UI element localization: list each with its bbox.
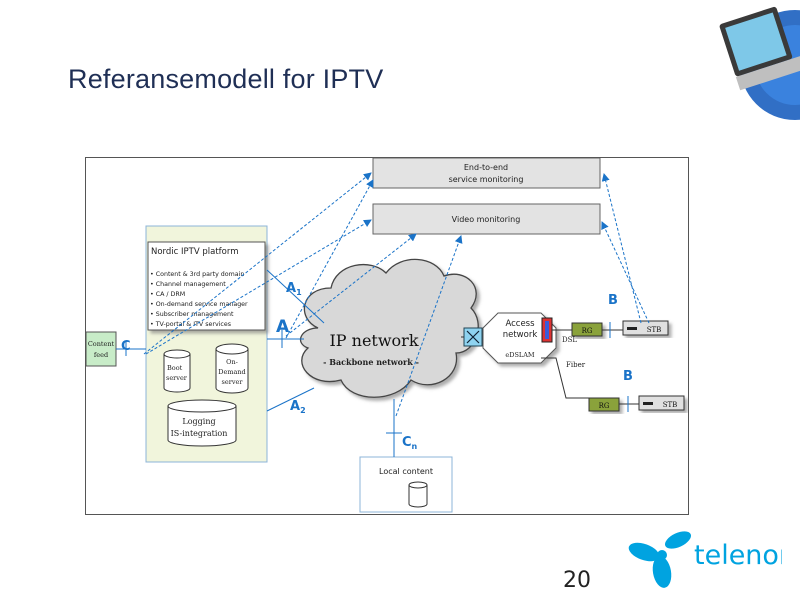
on-demand-line1: On- <box>226 358 238 366</box>
rg-label-fiber: RG <box>599 402 610 410</box>
nordic-iptv-platform: Nordic IPTV platform • Content & 3rd par… <box>145 225 268 463</box>
stb-device-fiber: STB <box>638 395 685 411</box>
access-network-line1: Access <box>505 319 535 329</box>
ip-network-title: IP network <box>329 331 418 350</box>
interface-a-label: A <box>276 317 290 337</box>
logging-line1: Logging <box>182 417 215 426</box>
content-feed-line2: feed <box>94 351 108 359</box>
boot-server-database-icon: Boot server <box>163 349 191 393</box>
stb-label-fiber: STB <box>663 401 678 409</box>
platform-item: • On-demand service manager <box>150 301 248 308</box>
platform-item: • Channel management <box>150 281 226 288</box>
rg-device-fiber: RG <box>588 397 620 412</box>
boot-server-line2: server <box>166 374 188 382</box>
platform-title: Nordic IPTV platform <box>151 247 239 257</box>
access-network-line2: network <box>503 330 538 340</box>
video-monitoring-box: Video monitoring <box>372 203 601 235</box>
content-feed-line1: Content <box>88 340 115 348</box>
end-to-end-line1: End-to-end <box>464 163 508 172</box>
content-feed-box: Content feed <box>85 331 117 367</box>
interface-cn-label: Cn <box>402 435 418 451</box>
on-demand-line3: server <box>222 378 244 386</box>
iptv-reference-diagram: End-to-end service monitoring Video moni… <box>85 157 685 513</box>
logging-line2: IS-integration <box>171 429 228 438</box>
local-content-box: Local content <box>359 456 453 513</box>
local-content-database-icon <box>408 481 428 508</box>
slide-title: Referansemodell for IPTV <box>68 64 384 94</box>
interface-c-label: C <box>121 339 131 354</box>
platform-item: • CA / DRM <box>150 291 185 298</box>
on-demand-server-database-icon: On- Demand server <box>215 343 249 394</box>
page-number: 20 <box>563 568 591 593</box>
logging-database-icon: Logging IS-integration <box>167 399 237 447</box>
fiber-label: Fiber <box>566 361 586 369</box>
network-switch-icon <box>463 327 483 347</box>
interface-a1-label: A1 <box>286 281 302 297</box>
interface-a2-label: A2 <box>290 399 306 415</box>
platform-item: • Content & 3rd party domain <box>150 271 244 278</box>
diagram-frame: End-to-end service monitoring Video moni… <box>85 157 689 515</box>
video-monitoring-label: Video monitoring <box>452 215 521 224</box>
platform-item: • Subscriber management <box>150 311 234 318</box>
stb-label-dsl: STB <box>647 326 662 334</box>
telenor-wordmark: telenor <box>694 540 782 571</box>
edslam-label: eDSLAM <box>505 351 535 359</box>
interface-b-label-bottom: B <box>623 369 633 384</box>
ip-network-subtitle: - Backbone network - <box>323 357 419 367</box>
dsl-label: DSL <box>562 336 577 344</box>
on-demand-line2: Demand <box>218 368 245 376</box>
interface-b-label-top: B <box>608 293 618 308</box>
platform-item: • TV-portal & ITV services <box>150 321 231 328</box>
local-content-label: Local content <box>379 467 433 476</box>
end-to-end-monitoring-box: End-to-end service monitoring <box>372 157 601 189</box>
telenor-logo: telenor <box>628 531 782 588</box>
monitoring-arrows <box>143 172 650 417</box>
access-network-node: Access network eDSLAM <box>482 312 557 364</box>
boot-server-line1: Boot <box>167 364 183 372</box>
telenor-propeller-icon <box>628 531 692 588</box>
end-to-end-line2: service monitoring <box>449 175 524 184</box>
laptop-illustration <box>719 6 800 120</box>
rg-label-dsl: RG <box>582 327 593 335</box>
ip-network-cloud: IP network - Backbone network - <box>299 258 479 398</box>
rg-device-dsl: RG <box>571 322 603 337</box>
stb-device-dsl: STB <box>622 320 669 336</box>
